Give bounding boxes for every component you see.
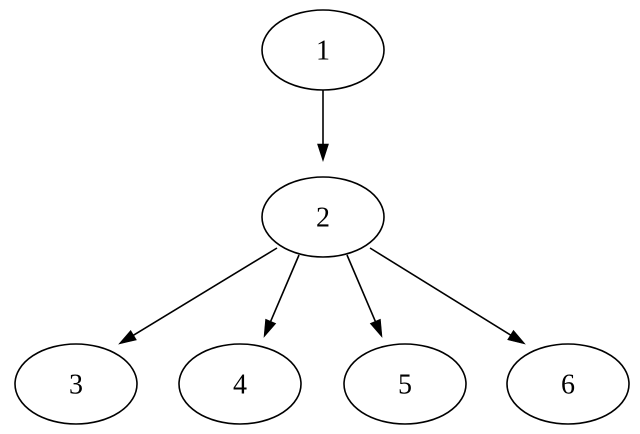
graph-edge bbox=[346, 254, 383, 338]
node-label: 1 bbox=[316, 36, 330, 67]
edge-line bbox=[346, 254, 377, 322]
edge-line bbox=[269, 254, 300, 322]
graph-edge bbox=[369, 247, 526, 345]
node-label: 3 bbox=[69, 370, 83, 401]
node-ellipse-shape[interactable] bbox=[178, 343, 302, 425]
nodes-layer: 1 2 3 4 5 6 bbox=[14, 9, 630, 425]
edge-arrowhead-icon bbox=[317, 143, 329, 162]
node-ellipse-shape[interactable] bbox=[506, 343, 630, 425]
graph-node-3[interactable]: 3 bbox=[14, 343, 138, 425]
edge-line bbox=[369, 247, 511, 336]
graph-node-5[interactable]: 5 bbox=[343, 343, 467, 425]
edge-arrowhead-icon bbox=[369, 318, 383, 338]
graph-edge bbox=[263, 254, 300, 338]
node-label: 2 bbox=[316, 203, 330, 234]
edge-arrowhead-icon bbox=[507, 329, 526, 345]
node-ellipse-shape[interactable] bbox=[343, 343, 467, 425]
node-ellipse-shape[interactable] bbox=[261, 176, 385, 258]
edge-line bbox=[133, 247, 278, 336]
graph-edge bbox=[317, 90, 329, 162]
edge-arrowhead-icon bbox=[263, 318, 277, 338]
graph-edge bbox=[118, 247, 278, 345]
graph-node-2[interactable]: 2 bbox=[261, 176, 385, 258]
node-label: 4 bbox=[233, 370, 247, 401]
graph-node-1[interactable]: 1 bbox=[261, 9, 385, 91]
graph-node-4[interactable]: 4 bbox=[178, 343, 302, 425]
node-ellipse-shape[interactable] bbox=[14, 343, 138, 425]
graph-node-6[interactable]: 6 bbox=[506, 343, 630, 425]
node-ellipse-shape[interactable] bbox=[261, 9, 385, 91]
edges-layer bbox=[118, 90, 526, 345]
edge-arrowhead-icon bbox=[118, 329, 137, 345]
node-label: 6 bbox=[561, 370, 575, 401]
node-label: 5 bbox=[398, 370, 412, 401]
